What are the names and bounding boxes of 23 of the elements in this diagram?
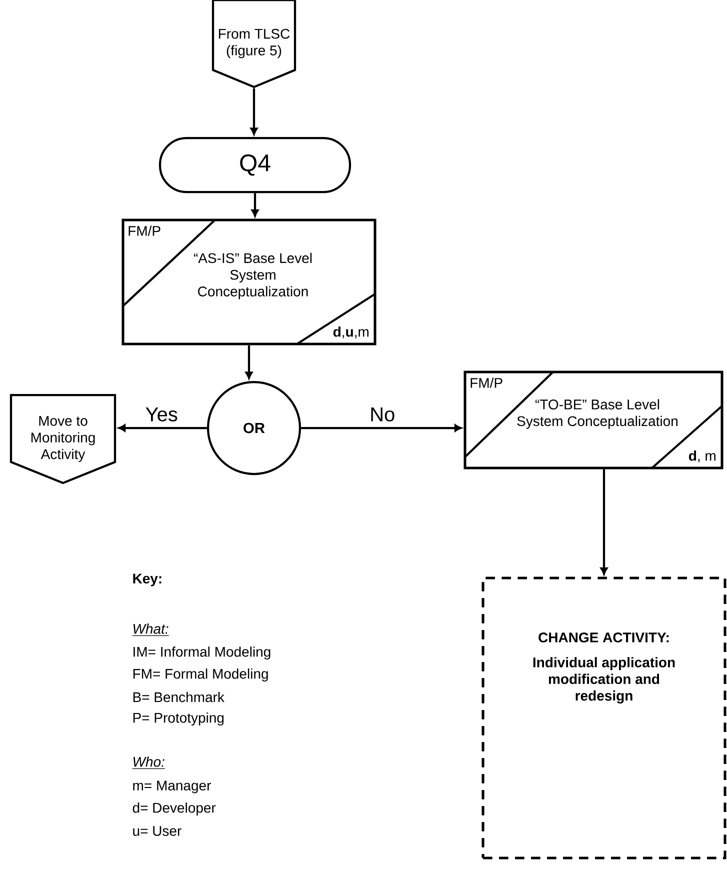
activity-box: CHANGE ACTIVITY: Individual application modification and redesign bbox=[482, 576, 726, 860]
offpage-connector: From TLSC (figure 5) bbox=[212, 0, 296, 88]
process-box: “AS-IS” Base Level System Conceptualization FM/P d,u,m bbox=[122, 218, 376, 346]
offpage-connector: Move to Monitoring Activity bbox=[10, 394, 116, 484]
arrow bbox=[118, 424, 207, 432]
arrow bbox=[251, 193, 259, 217]
key-text: FM= Formal Modeling bbox=[133, 668, 268, 682]
arrow bbox=[600, 469, 608, 575]
key-text: Key: bbox=[133, 574, 162, 586]
arrow bbox=[250, 88, 258, 135]
key-text: B= Benchmark bbox=[133, 692, 224, 702]
key-text: What: bbox=[132, 624, 170, 636]
key-text: Who: bbox=[132, 756, 166, 769]
key-text: m= Manager bbox=[133, 780, 211, 794]
key-text: P= Prototyping bbox=[133, 712, 224, 726]
key-text: u= User bbox=[133, 826, 182, 836]
process-box: “TO-BE” Base Level System Conceptualization FM/P d, m bbox=[464, 370, 724, 470]
edge-label: No bbox=[371, 407, 394, 422]
key-text: d= Developer bbox=[132, 802, 216, 816]
arrow bbox=[245, 345, 253, 379]
key-text: IM= Informal Modeling bbox=[134, 646, 270, 660]
edge-label: Yes bbox=[146, 407, 178, 422]
arrow bbox=[301, 424, 462, 432]
